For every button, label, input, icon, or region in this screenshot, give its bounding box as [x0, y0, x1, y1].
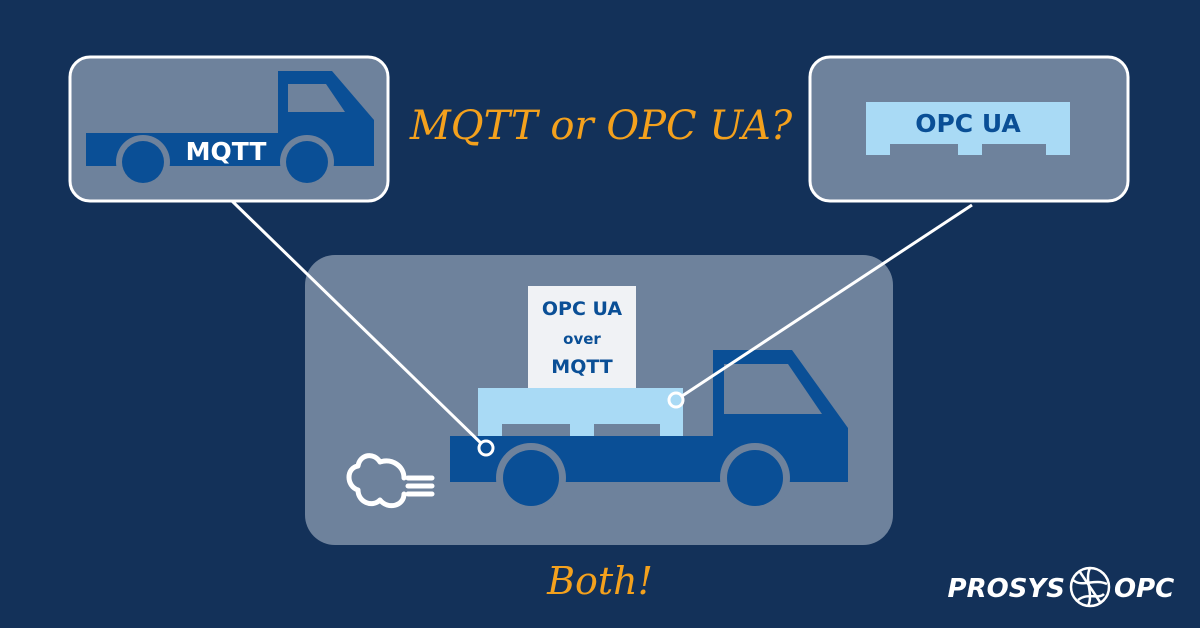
mqtt-truck-label: MQTT — [186, 137, 267, 166]
pallet-shape — [866, 102, 1070, 155]
logo-left-word: PROSYS — [948, 574, 1065, 604]
opcua-pallet-icon — [866, 102, 1070, 155]
prosys-globe-icon — [1069, 566, 1111, 608]
headline-answer: Both! — [546, 559, 653, 603]
truck-cab-window — [288, 84, 345, 112]
globe-line-4 — [1078, 571, 1102, 603]
globe-line-2 — [1077, 592, 1105, 602]
left-callout: MQTT — [68, 55, 390, 203]
mqtt-truck-icon — [86, 71, 374, 189]
cargo-box-line3: MQTT — [551, 356, 612, 378]
exhaust-cloud-icon — [346, 453, 435, 509]
truck-wheel-front — [286, 141, 328, 183]
connector-line-opcua — [675, 203, 973, 402]
connector-dot-mqtt — [477, 439, 495, 457]
opcua-pallet-label: OPC UA — [915, 109, 1021, 138]
main-truck-icon — [450, 286, 848, 513]
logo-right-word: OPC — [1114, 574, 1174, 604]
prosys-opc-logo: PROSYS OPC — [948, 566, 1174, 608]
cargo-box — [528, 286, 636, 388]
main-truck-bed — [450, 436, 713, 482]
cargo-box-line2: over — [563, 330, 601, 348]
cargo-box-line1: OPC UA — [542, 298, 622, 320]
main-truck-wheel-rear — [503, 450, 559, 506]
main-truck-pallet — [478, 388, 683, 436]
right-callout: OPC UA — [808, 55, 1130, 203]
exhaust-cloud — [346, 453, 407, 509]
connector-dot-opcua — [667, 391, 685, 409]
main-truck-wheel-front — [727, 450, 783, 506]
globe-line-1 — [1072, 578, 1108, 586]
main-truck-cab-window — [724, 364, 822, 414]
connector-line-mqtt — [230, 199, 488, 450]
truck-wheel-rear — [122, 141, 164, 183]
headline-question: MQTT or OPC UA? — [409, 103, 793, 149]
